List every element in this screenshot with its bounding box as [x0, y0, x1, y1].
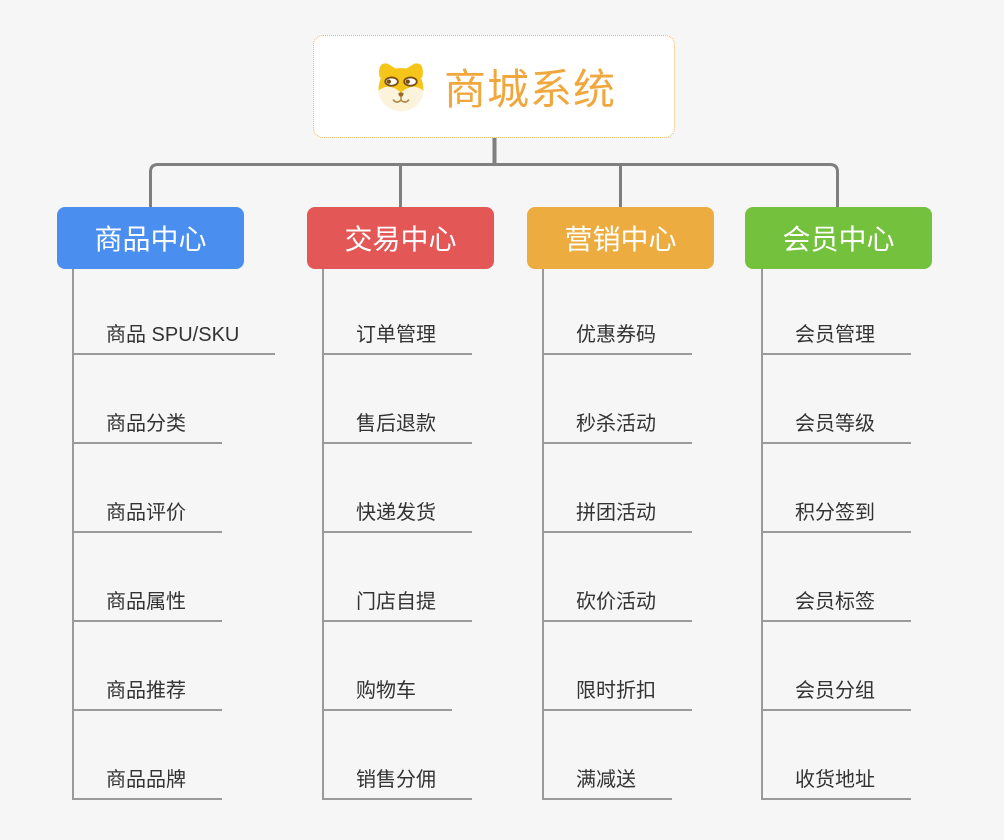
tree-item[interactable]: 购物车 — [324, 622, 452, 711]
branch-node-trade-center[interactable]: 交易中心 — [307, 207, 494, 269]
tree-item[interactable]: 商品分类 — [74, 355, 222, 444]
tree-item[interactable]: 积分签到 — [763, 444, 911, 533]
tree-item[interactable]: 满减送 — [544, 711, 672, 800]
root-title: 商城系统 — [443, 66, 616, 113]
tree-item[interactable]: 会员管理 — [763, 269, 911, 355]
tree-item[interactable]: 会员分组 — [763, 622, 911, 711]
tree-item[interactable]: 优惠券码 — [544, 269, 692, 355]
tree-item[interactable]: 限时折扣 — [544, 622, 692, 711]
tree-item[interactable]: 售后退款 — [324, 355, 472, 444]
branch-items-marketing-center: 优惠券码 秒杀活动 拼团活动 砍价活动 限时折扣 满减送 — [542, 269, 692, 800]
tree-item[interactable]: 收货地址 — [763, 711, 911, 800]
tree-item[interactable]: 商品 SPU/SKU — [74, 269, 276, 355]
branch-node-member-center[interactable]: 会员中心 — [745, 207, 932, 269]
tree-item[interactable]: 会员等级 — [763, 355, 911, 444]
shiba-dog-icon — [378, 62, 424, 111]
tree-item[interactable]: 门店自提 — [324, 533, 472, 622]
branch-node-product-center[interactable]: 商品中心 — [57, 207, 244, 269]
branch-items-product-center: 商品 SPU/SKU 商品分类 商品评价 商品属性 商品推荐 商品品牌 — [72, 269, 276, 800]
tree-item[interactable]: 商品评价 — [74, 444, 222, 533]
tree-item[interactable]: 商品品牌 — [74, 711, 222, 800]
root-node[interactable]: 商城系统 — [313, 35, 675, 138]
tree-item[interactable]: 订单管理 — [324, 269, 472, 355]
tree-item[interactable]: 商品推荐 — [74, 622, 222, 711]
tree-item[interactable]: 快递发货 — [324, 444, 472, 533]
tree-item[interactable]: 销售分佣 — [324, 711, 472, 800]
tree-item[interactable]: 商品属性 — [74, 533, 222, 622]
branch-items-member-center: 会员管理 会员等级 积分签到 会员标签 会员分组 收货地址 — [761, 269, 911, 800]
tree-item[interactable]: 砍价活动 — [544, 533, 692, 622]
branch-node-marketing-center[interactable]: 营销中心 — [527, 207, 714, 269]
branch-items-trade-center: 订单管理 售后退款 快递发货 门店自提 购物车 销售分佣 — [322, 269, 472, 800]
tree-item[interactable]: 拼团活动 — [544, 444, 692, 533]
tree-item[interactable]: 会员标签 — [763, 533, 911, 622]
tree-item[interactable]: 秒杀活动 — [544, 355, 692, 444]
